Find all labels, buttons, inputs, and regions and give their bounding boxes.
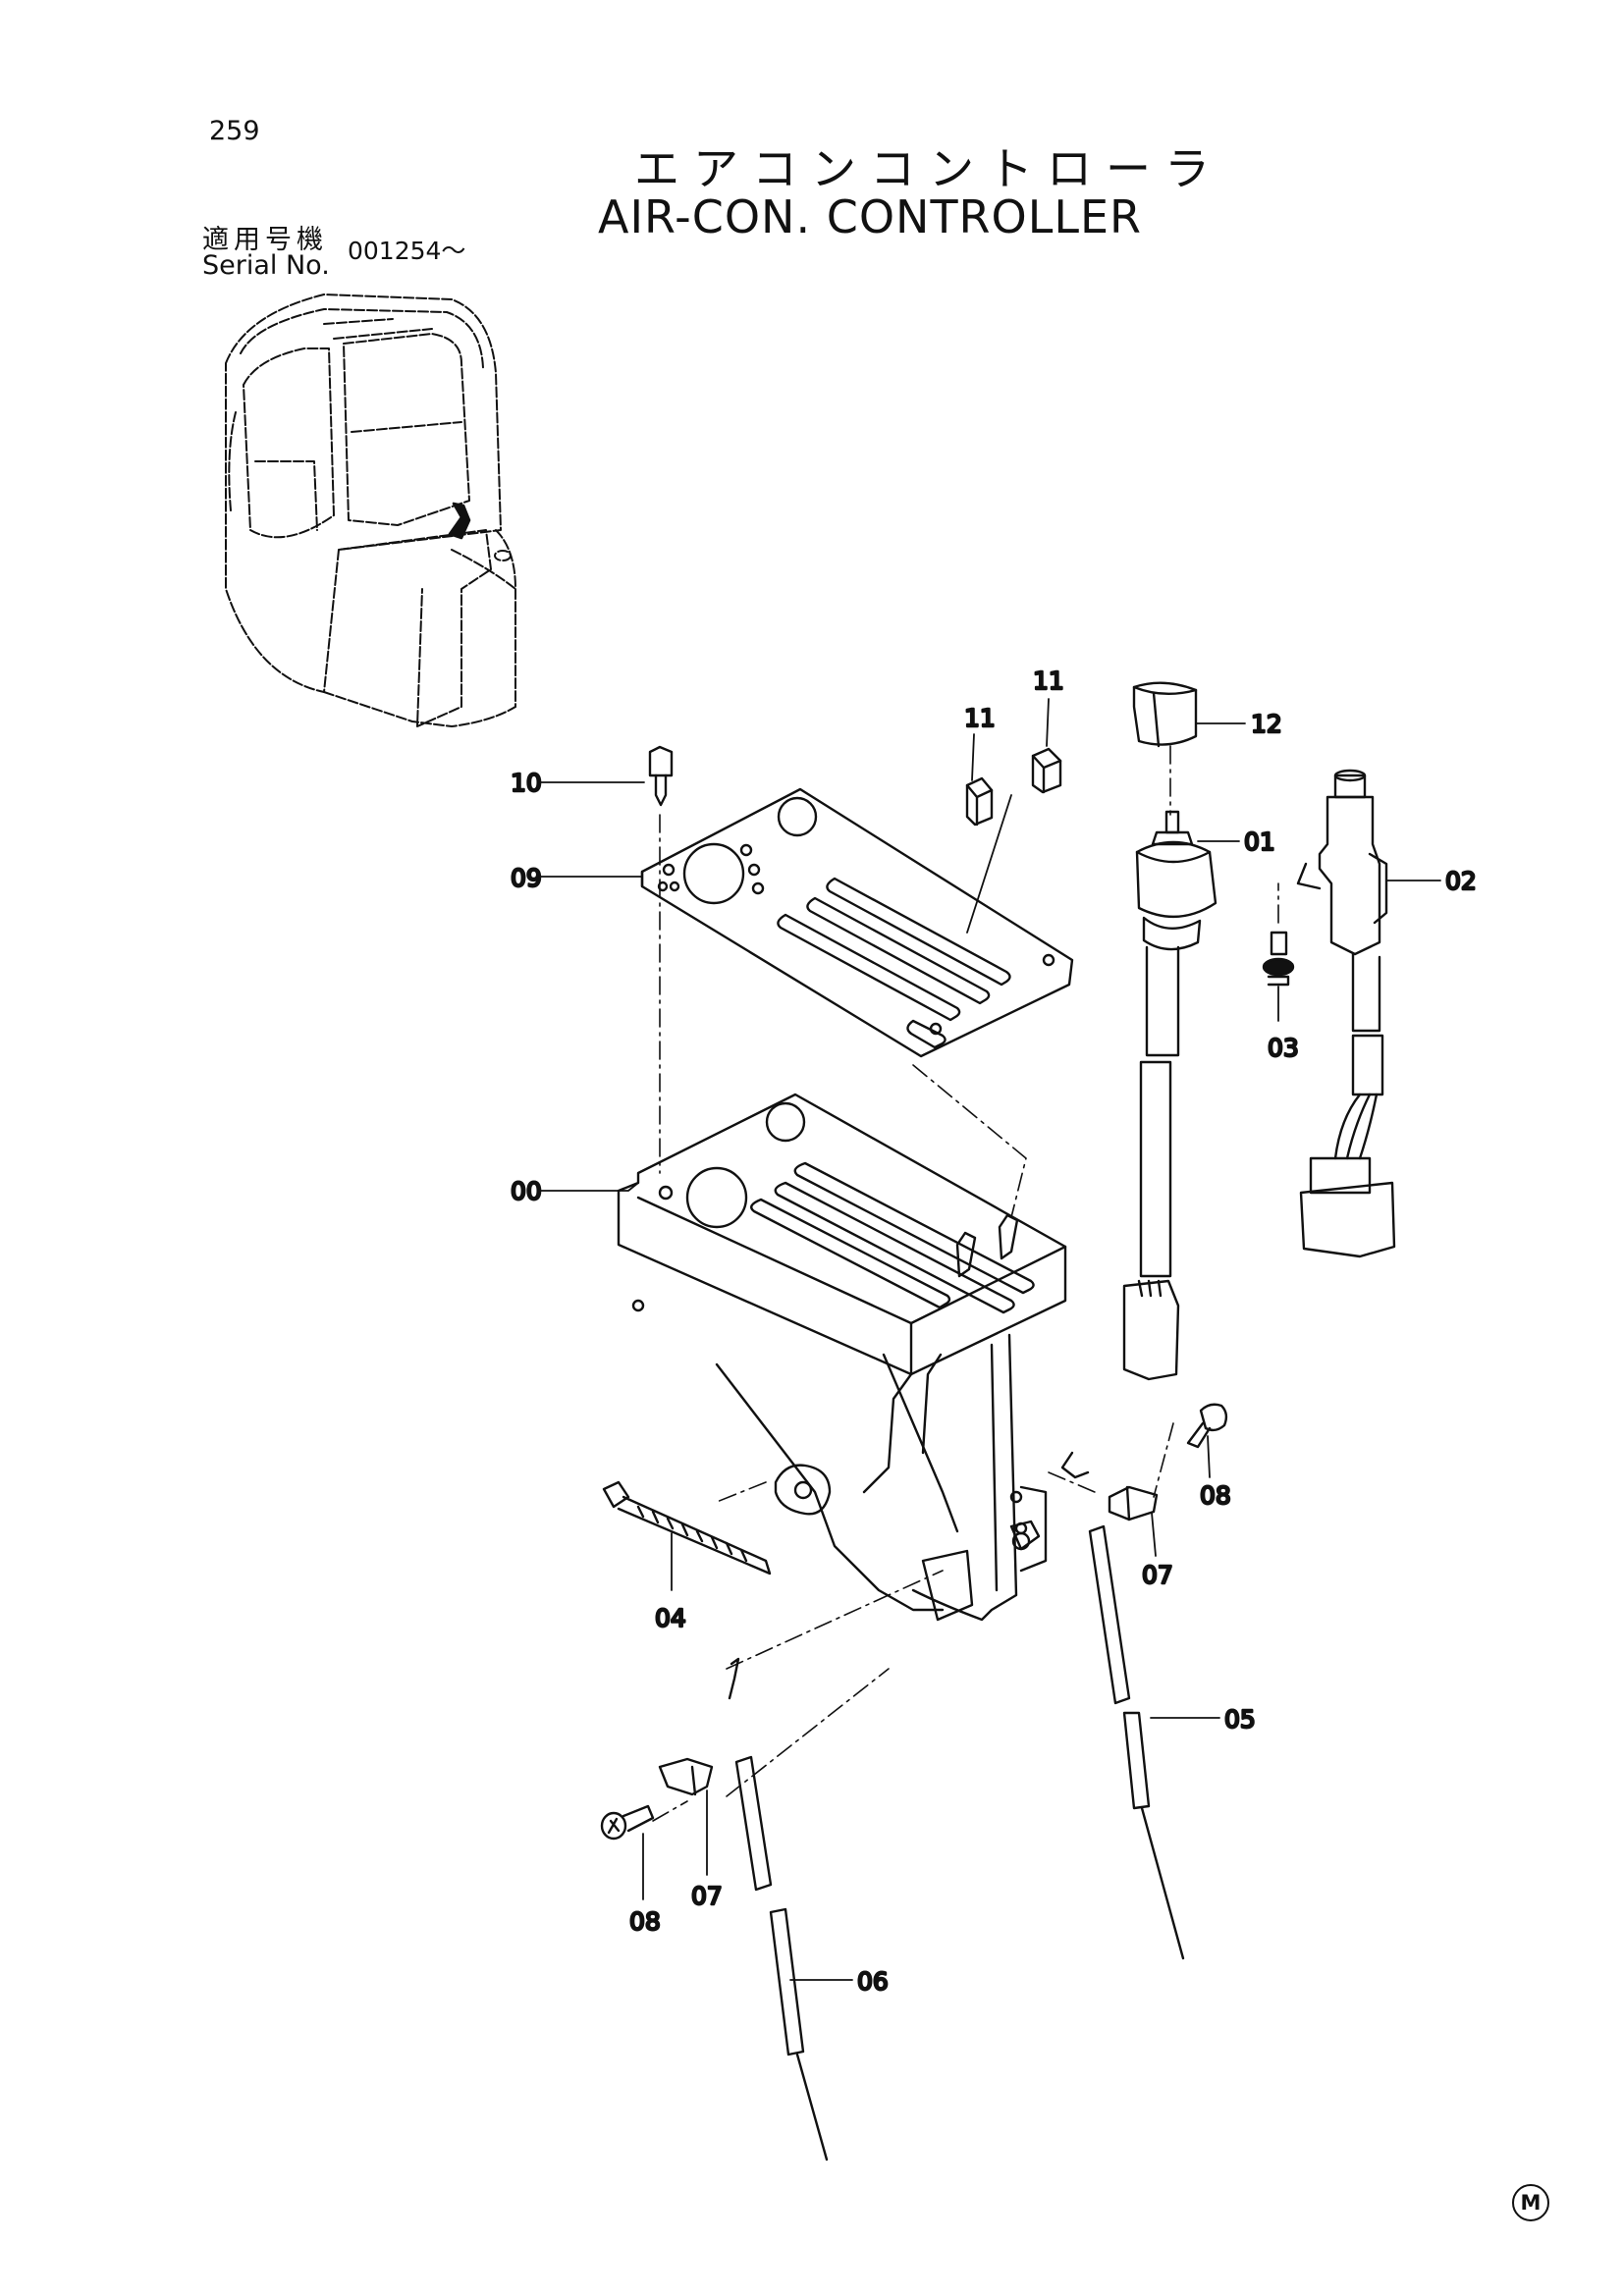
callout-11-right: 11 — [1033, 667, 1064, 695]
part-10-push-rivet — [648, 745, 674, 807]
part-08-screw-right — [1186, 1403, 1228, 1449]
part-02-push-switch — [1296, 769, 1396, 1258]
callout-05: 05 — [1224, 1705, 1256, 1734]
title-japanese: エアコンコントローラ — [634, 142, 1223, 195]
callout-01: 01 — [1244, 828, 1275, 856]
part-07-cable-clamp-left — [658, 1757, 714, 1796]
part-08-screw-left — [600, 1804, 655, 1841]
callout-03: 03 — [1268, 1034, 1299, 1062]
callout-07-right: 07 — [1142, 1561, 1173, 1589]
cab-location-thumbnail — [225, 294, 516, 727]
callout-09: 09 — [511, 864, 542, 892]
part-03-screw — [1262, 931, 1295, 987]
part-12-rotary-knob — [1132, 681, 1198, 748]
title-english: AIR-CON. CONTROLLER — [598, 190, 1142, 243]
callout-12: 12 — [1251, 710, 1282, 738]
part-11-slider-knob-right — [1031, 747, 1062, 794]
part-06-control-cable — [728, 1657, 829, 2162]
part-00-controller-bracket — [617, 1093, 1067, 1622]
part-09-cover-plate — [640, 787, 1074, 1058]
callout-leader-lines — [539, 698, 1441, 1981]
callout-08-right: 08 — [1200, 1481, 1231, 1510]
callout-07-left: 07 — [691, 1882, 723, 1910]
part-07-cable-clamp-right — [1108, 1485, 1159, 1522]
callout-02: 02 — [1445, 867, 1477, 895]
callout-06: 06 — [857, 1967, 889, 1996]
callout-04: 04 — [655, 1604, 686, 1632]
part-05-control-cable — [1009, 1451, 1185, 1960]
serial-label-japanese: 適用号機 — [202, 225, 328, 255]
part-04-cable-tie — [602, 1480, 772, 1575]
part-11-slider-knob-left — [965, 776, 994, 827]
serial-label-english: Serial No. — [202, 250, 330, 281]
callout-10: 10 — [511, 769, 542, 797]
registered-mark-badge: M — [1512, 2184, 1549, 2221]
controller-location-arrow-icon — [448, 502, 471, 540]
callout-11-left: 11 — [964, 704, 996, 732]
part-01-rotary-switch — [1122, 810, 1217, 1381]
serial-number-range: 001254～ — [348, 237, 466, 265]
assembly-centerlines — [652, 745, 1279, 1822]
callout-08-left: 08 — [629, 1907, 661, 1936]
callout-00: 00 — [511, 1177, 542, 1205]
page-number: 259 — [209, 116, 260, 146]
